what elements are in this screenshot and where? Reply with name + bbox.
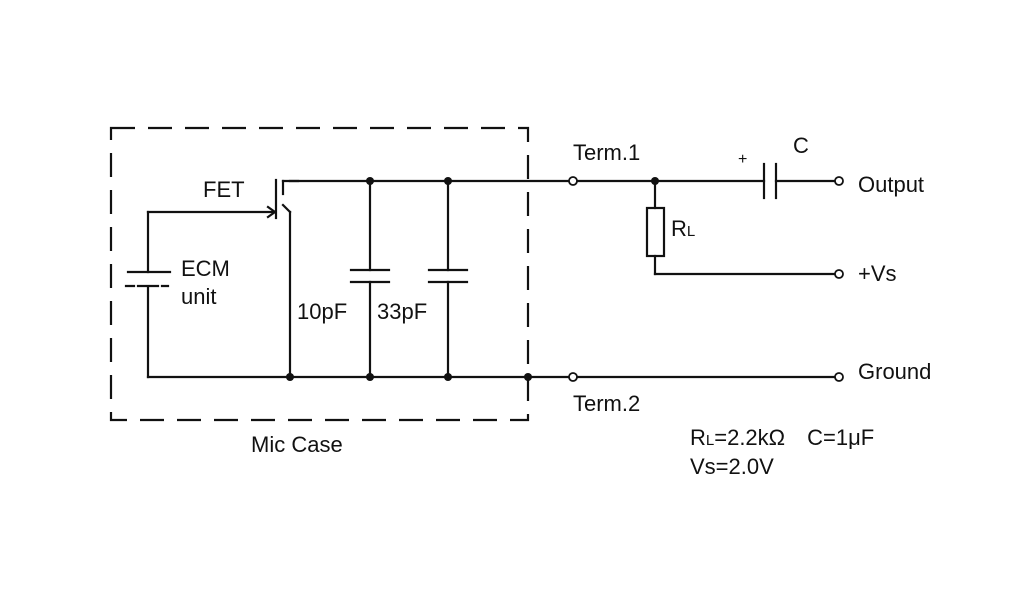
spec-c-value: C=1μF	[807, 425, 875, 450]
fet-gate-arrow-a	[266, 205, 277, 214]
spec-rl-sub: L	[705, 432, 715, 449]
ecm-label-line2: unit	[181, 284, 217, 309]
spec-rl-c: RL=2.2kΩ C=1μF	[690, 427, 874, 449]
junction-dot	[444, 373, 452, 381]
junction-dot	[444, 177, 452, 185]
rl-label-main: R	[671, 216, 687, 241]
term1-label: Term.1	[573, 140, 641, 165]
fet-label: FET	[203, 177, 245, 202]
load-resistor-label: RL	[671, 218, 695, 240]
junction-dot	[366, 177, 374, 185]
mic-case-label: Mic Case	[251, 432, 343, 457]
ecm-label-line1: ECM	[181, 256, 230, 281]
spec-rl-value: =2.2kΩ	[714, 425, 786, 450]
rl-label-sub: L	[686, 223, 696, 240]
junction-dot	[366, 373, 374, 381]
coupling-cap-polarity: +	[738, 151, 748, 168]
spec-rl-main: R	[690, 425, 706, 450]
output-label: Output	[858, 172, 925, 197]
term1-node	[568, 176, 578, 186]
cap-10pf-label: 10pF	[297, 299, 348, 324]
junction-dot	[651, 177, 659, 185]
vs-terminal	[834, 269, 844, 279]
term2-node	[568, 372, 578, 382]
ground-label: Ground	[858, 359, 932, 384]
vs-label: +Vs	[858, 261, 897, 286]
output-terminal	[834, 176, 844, 186]
term2-label: Term.2	[573, 391, 641, 416]
junction-dot	[286, 373, 294, 381]
fet-source	[281, 203, 292, 214]
junction-dot	[524, 373, 532, 381]
fet-gate-arrow-b	[266, 210, 277, 219]
spec-vs: Vs=2.0V	[690, 454, 774, 479]
ground-terminal	[834, 372, 844, 382]
coupling-cap-label: C	[793, 133, 809, 158]
mic-case-boundary	[109, 126, 530, 422]
cap-33pf-label: 33pF	[377, 299, 428, 324]
load-resistor	[645, 206, 666, 258]
